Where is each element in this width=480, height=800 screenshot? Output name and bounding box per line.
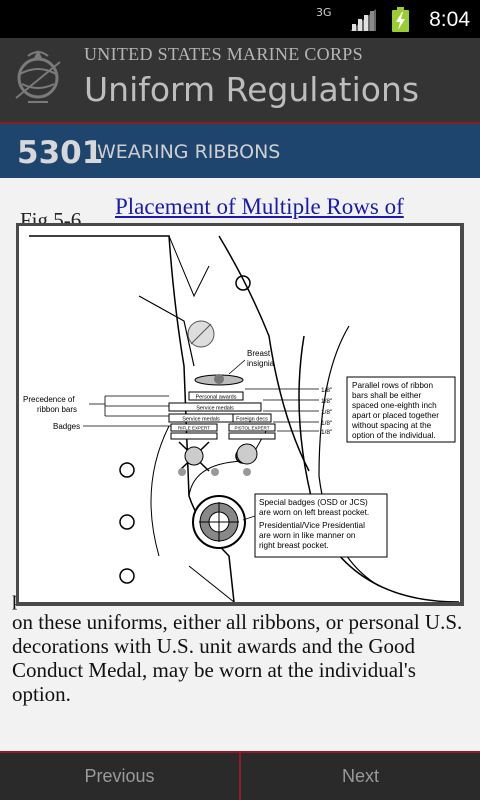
usmc-emblem-icon (15, 50, 61, 103)
nav-divider (239, 753, 241, 800)
signal-icon (350, 9, 376, 31)
svg-text:ribbon bars: ribbon bars (37, 405, 77, 414)
breast-insignia-wings-icon (194, 374, 244, 386)
battery-charging-icon (392, 7, 409, 32)
collar-emblem-icon (187, 320, 215, 348)
section-header: 5301 WEARING RIBBONS (0, 124, 480, 178)
svg-text:1/8": 1/8" (321, 409, 333, 416)
ribbon-bars: Personal awards Service medals Service m… (168, 391, 272, 423)
special-badge-icon (192, 495, 246, 549)
next-button[interactable]: Next (341, 766, 379, 786)
header-divider (0, 122, 480, 124)
ribbon-bar-label: Foreign decs (236, 417, 268, 423)
ribbon-bar-label: Personal awards (196, 395, 237, 401)
bottom-divider (0, 751, 480, 753)
svg-text:1/8": 1/8" (321, 398, 333, 405)
svg-text:1/8": 1/8" (321, 420, 333, 427)
breast-insignia-label: Breast (247, 349, 271, 358)
svg-text:PISTOL EXPERT: PISTOL EXPERT (235, 426, 270, 431)
previous-button[interactable]: Previous (84, 766, 155, 786)
precedence-label: Precedence of (23, 395, 75, 404)
marksmanship-badges: RIFLE EXPERT PISTOL EXPERT (170, 423, 276, 476)
network-3g-icon: 3G (316, 6, 332, 19)
clock: 8:04 (429, 8, 470, 31)
network-type: 3G (316, 6, 332, 19)
callout-parallel-rows: Parallel rows of ribbon bars shall be ei… (351, 381, 441, 440)
svg-text:RIFLE EXPERT: RIFLE EXPERT (178, 426, 210, 431)
figure-image: Breast insignia Personal awards Service … (19, 226, 460, 603)
badges-label: Badges (53, 422, 80, 431)
callout-special-badges: Special badges (OSD or JCS) are worn on … (259, 498, 371, 550)
organization-name: UNITED STATES MARINE CORPS (84, 44, 363, 64)
status-bar: 3G 8:04 (0, 0, 480, 38)
svg-text:insignia: insignia (247, 359, 275, 368)
svg-text:1/8": 1/8" (321, 387, 333, 394)
bottom-navigation: Previous Next (0, 753, 480, 800)
spacing-indicators: 1/8" 1/8" 1/8" 1/8" 1/8" (245, 387, 333, 436)
svg-text:1/8": 1/8" (321, 429, 333, 436)
app-header: UNITED STATES MARINE CORPS Uniform Regul… (0, 38, 480, 122)
section-number: 5301 (17, 135, 104, 171)
figure-popup[interactable]: Breast insignia Personal awards Service … (16, 223, 464, 606)
section-title: WEARING RIBBONS (97, 141, 281, 163)
figure-link[interactable]: Placement of Multiple Rows of (115, 194, 404, 219)
app-title: Uniform Regulations (84, 70, 420, 109)
ribbon-bar-label: Service medals (196, 406, 234, 412)
ribbon-bar-label: Service medals (182, 417, 220, 423)
uniform-ribbons-diagram: Breast insignia Personal awards Service … (23, 235, 460, 603)
